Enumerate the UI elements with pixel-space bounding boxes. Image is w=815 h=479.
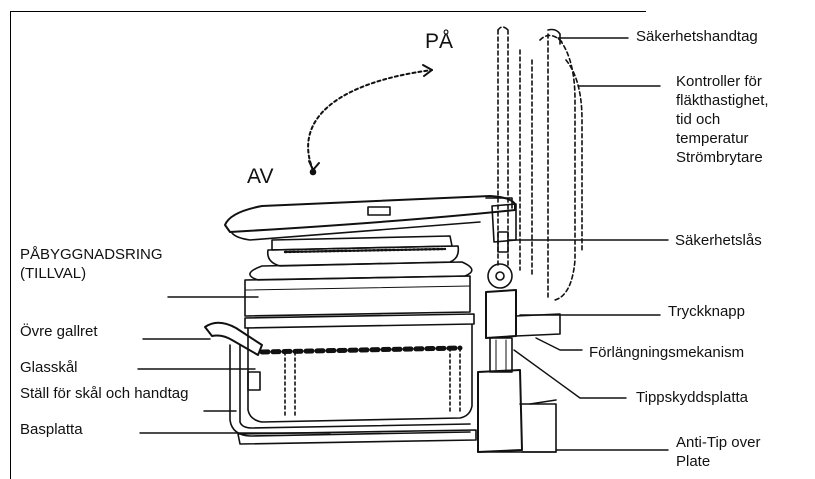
push-button-label: Tryckknapp <box>668 303 745 320</box>
hinge-assembly <box>487 203 517 289</box>
fan-housing <box>249 235 473 281</box>
push-button-shape <box>485 289 561 339</box>
upper-rack-label: Övre gallret <box>20 323 98 340</box>
frame-top-line <box>10 11 646 12</box>
controls-label: Kontroller för fläkthastighet, tid och t… <box>676 73 769 166</box>
extension-mechanism-shape <box>489 337 513 373</box>
extension-mechanism-label: Förlängningsmekanism <box>589 344 745 361</box>
leader-lines <box>137 37 669 451</box>
safety-handle-label: Säkerhetshandtag <box>636 28 758 45</box>
anti-tip-over-plate-label: Anti-Tip over Plate <box>676 434 761 470</box>
base-plate-label: Basplatta <box>20 421 83 438</box>
on-label: PÅ <box>425 30 454 53</box>
off-label: AV <box>247 165 274 188</box>
glass-bowl-shape <box>244 313 475 423</box>
bowl-stand-shape <box>204 321 477 445</box>
closed-lid <box>224 195 516 241</box>
safety-handle-shape <box>547 28 561 45</box>
rotation-arrow-icon <box>307 64 433 176</box>
anti-tip-plate-label: Tippskyddsplatta <box>636 389 749 406</box>
extension-ring-label: PÅBYGGNADSRING (TILLVAL) <box>20 246 163 282</box>
anti-tip-base-shape <box>477 369 557 453</box>
open-lid-outline <box>497 26 583 301</box>
glass-bowl-label: Glasskål <box>20 359 78 376</box>
extension-ring-shape <box>244 275 471 317</box>
safety-lock-label: Säkerhetslås <box>675 232 762 249</box>
frame-left-line <box>10 11 11 479</box>
bowl-stand-label: Ställ för skål och handtag <box>20 385 189 402</box>
